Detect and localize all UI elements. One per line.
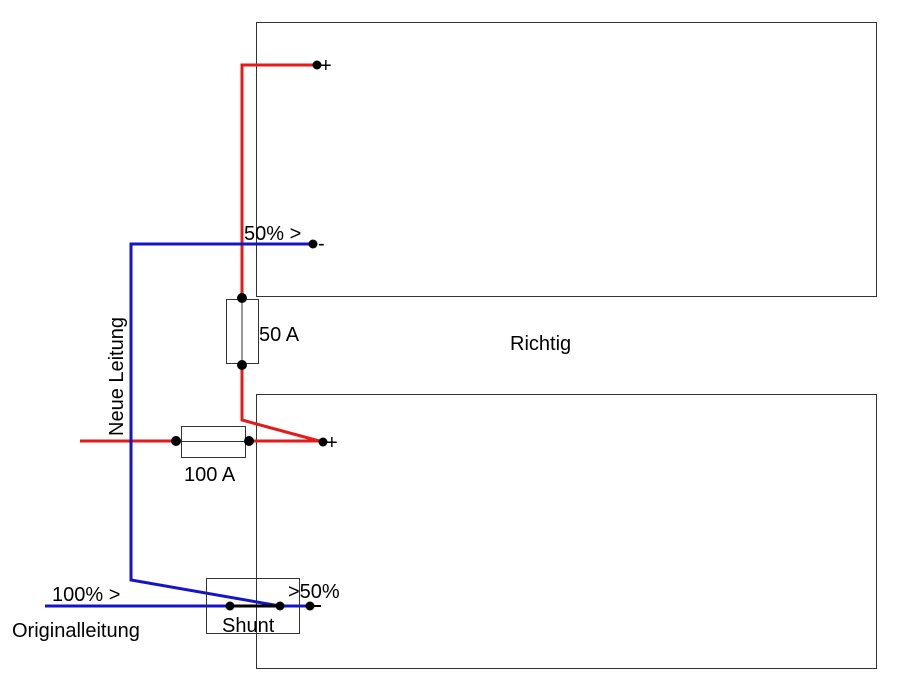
top-minus-label: - bbox=[318, 233, 325, 255]
top-plus-label: + bbox=[320, 55, 332, 77]
fuse-50a bbox=[226, 299, 259, 364]
shunt-label: Shunt bbox=[222, 615, 275, 637]
shunt-out-share-label: >50% bbox=[288, 581, 340, 603]
connection-dots bbox=[171, 60, 328, 611]
original-share-label: 100% > bbox=[52, 584, 120, 606]
shunt-box bbox=[206, 578, 300, 634]
new-line-share-label: 50% > bbox=[244, 223, 301, 245]
fuse-50a-label: 50 A bbox=[259, 324, 300, 346]
original-line-label: Originalleitung bbox=[12, 620, 140, 642]
battery-top bbox=[256, 22, 877, 297]
new-line-label: Neue Leitung bbox=[106, 317, 128, 436]
negative-wiring bbox=[45, 242, 313, 608]
fuse-100a-label: 100 A bbox=[184, 464, 236, 486]
battery-bottom bbox=[256, 394, 877, 669]
bottom-plus-label: + bbox=[326, 432, 338, 454]
status-label: Richtig bbox=[510, 333, 571, 355]
fuse-100a bbox=[181, 426, 246, 458]
